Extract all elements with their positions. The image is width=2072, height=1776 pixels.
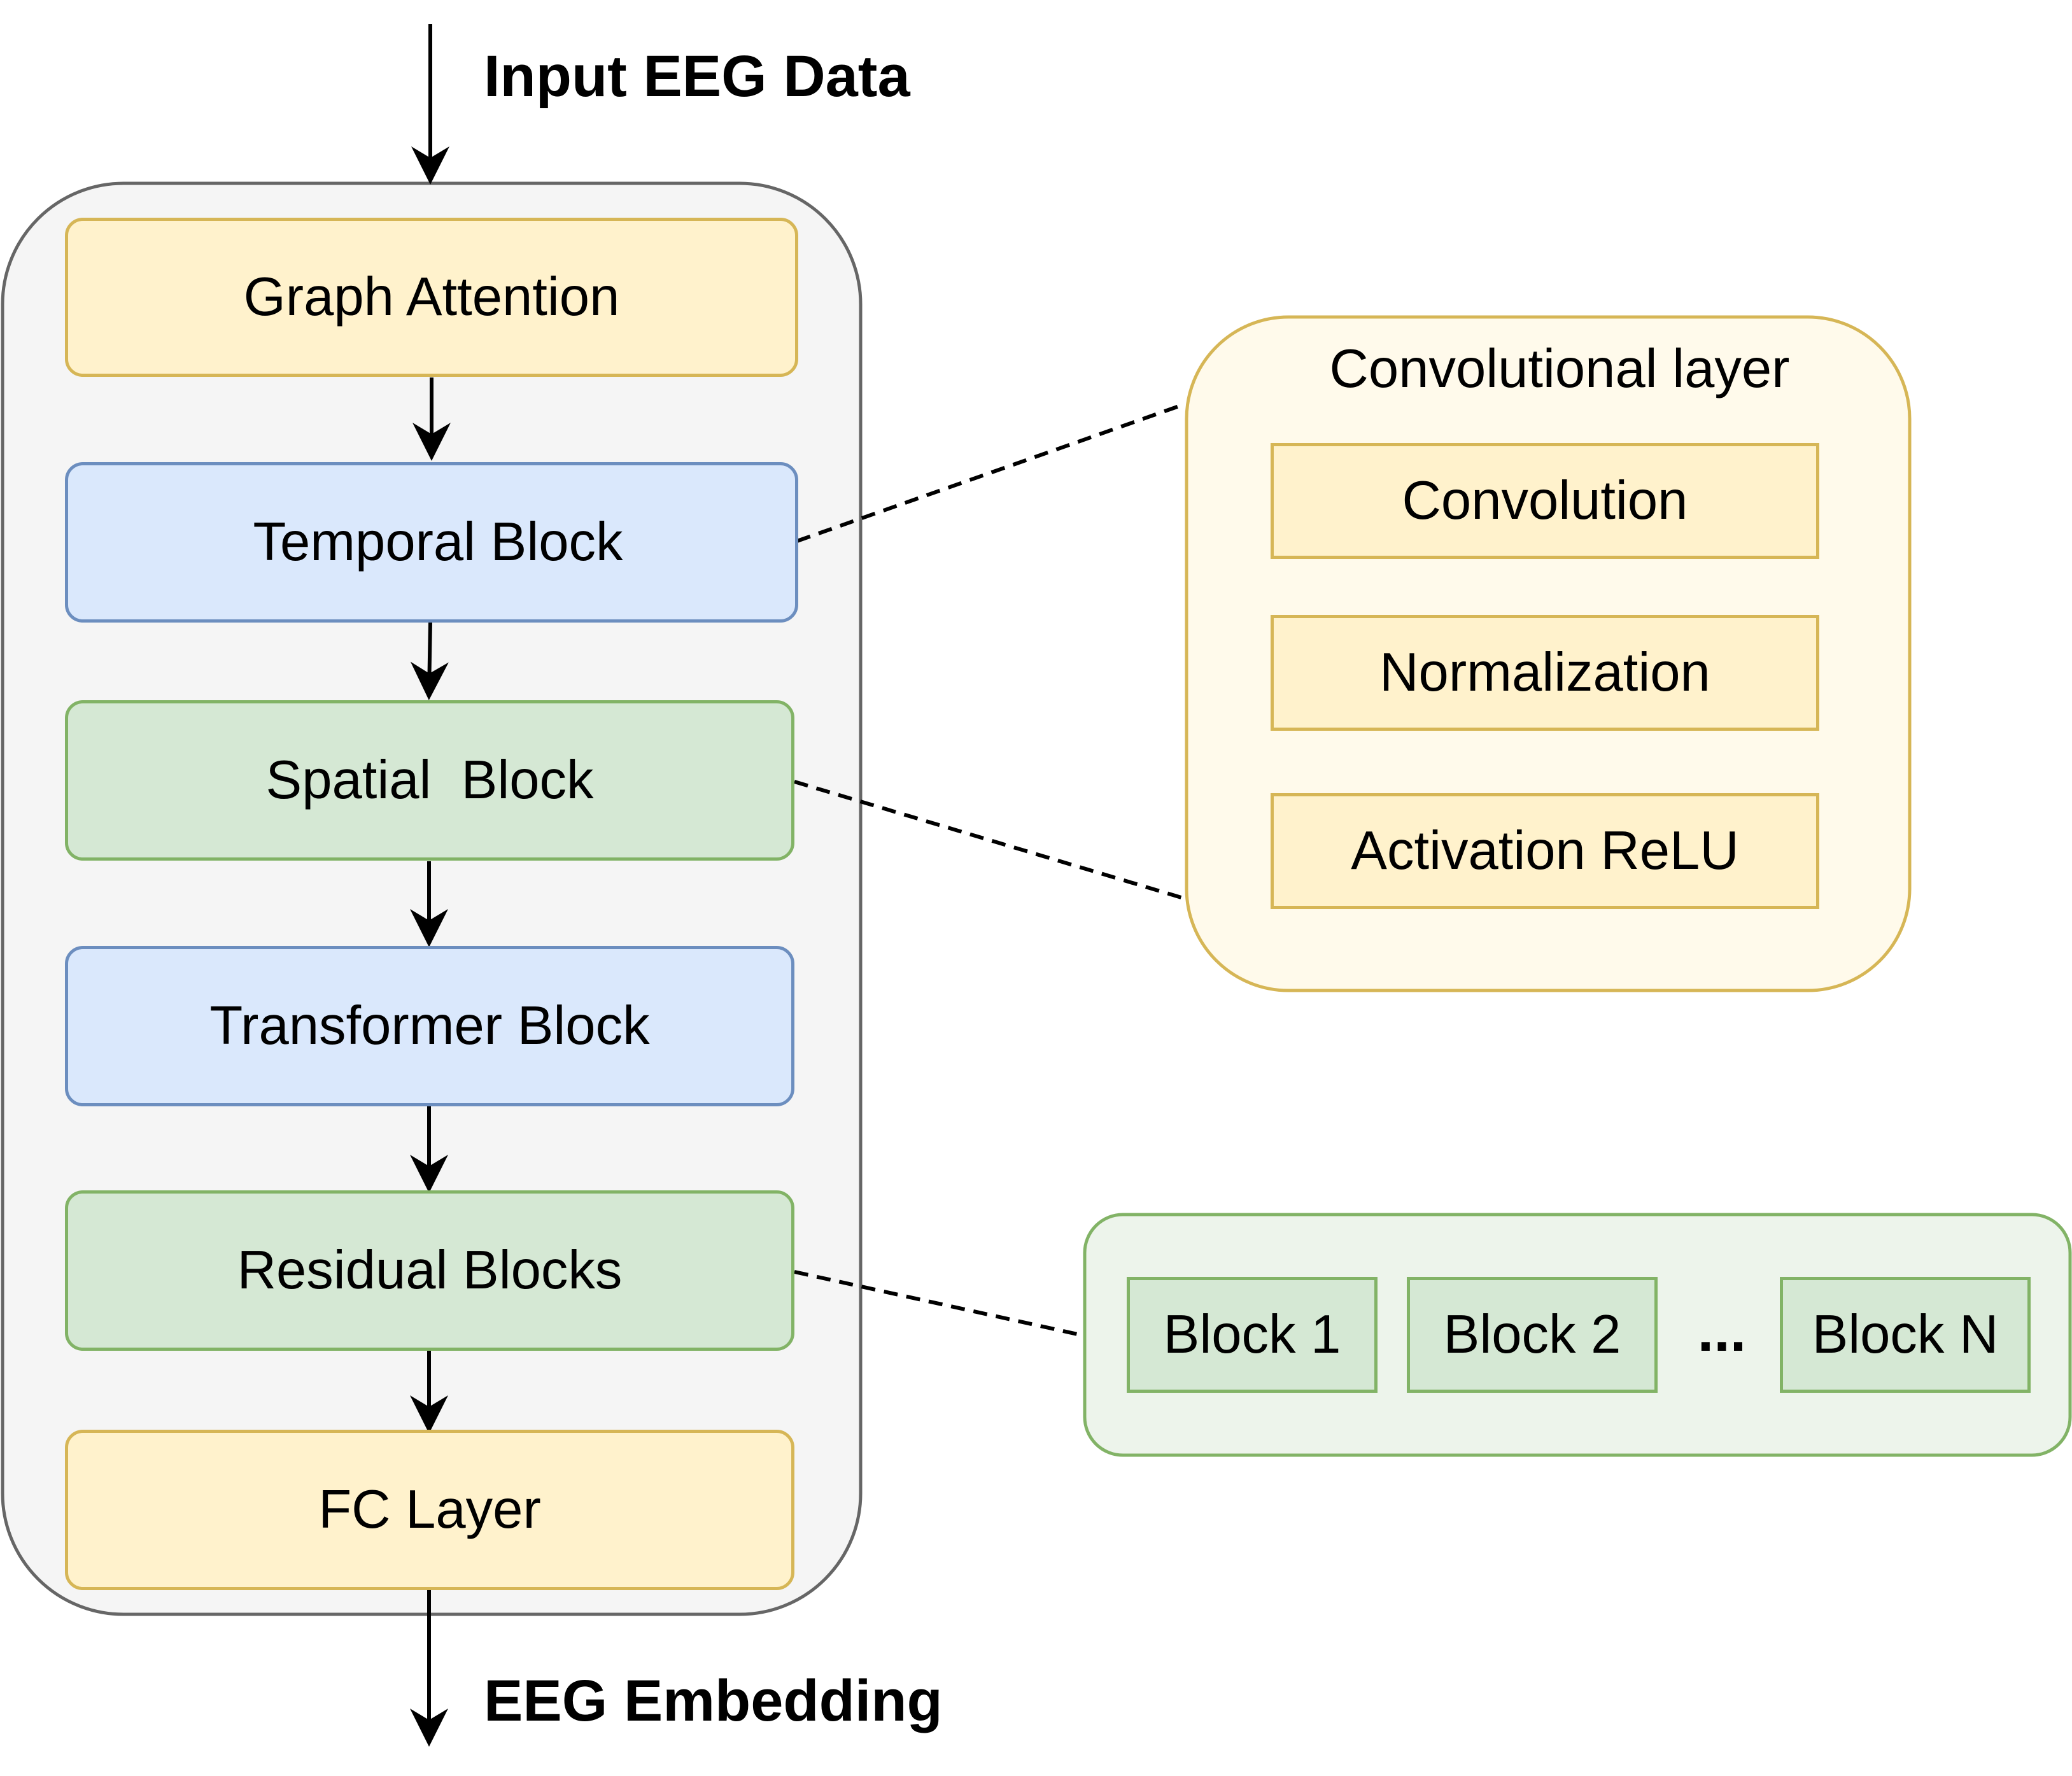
- arrow-temporal-to-spatial: [410, 622, 449, 700]
- dashed-residual-to-blocks: [794, 1270, 1084, 1337]
- temporal-block: Temporal Block: [65, 462, 798, 623]
- residual-block-1: Block 1: [1127, 1277, 1378, 1393]
- residual-block-n: Block N: [1780, 1277, 2031, 1393]
- activation-step: Activation ReLU: [1271, 793, 1819, 909]
- residual-ellipsis: ...: [1697, 1298, 1747, 1364]
- input-label: Input EEG Data: [484, 44, 910, 109]
- dashed-spatial-to-conv: [794, 780, 1195, 903]
- transformer-block: Transformer Block: [65, 946, 794, 1106]
- residual-blocks: Residual Blocks: [65, 1190, 794, 1351]
- normalization-step: Normalization: [1271, 615, 1819, 731]
- fc-layer-block: FC Layer: [65, 1430, 794, 1590]
- residual-block-2: Block 2: [1407, 1277, 1658, 1393]
- conv-layer-title: Convolutional layer: [1329, 339, 1790, 399]
- spatial-block: Spatial Block: [65, 700, 794, 861]
- convolution-step: Convolution: [1271, 443, 1819, 559]
- output-label: EEG Embedding: [484, 1668, 943, 1733]
- graph-attention-block: Graph Attention: [65, 218, 798, 377]
